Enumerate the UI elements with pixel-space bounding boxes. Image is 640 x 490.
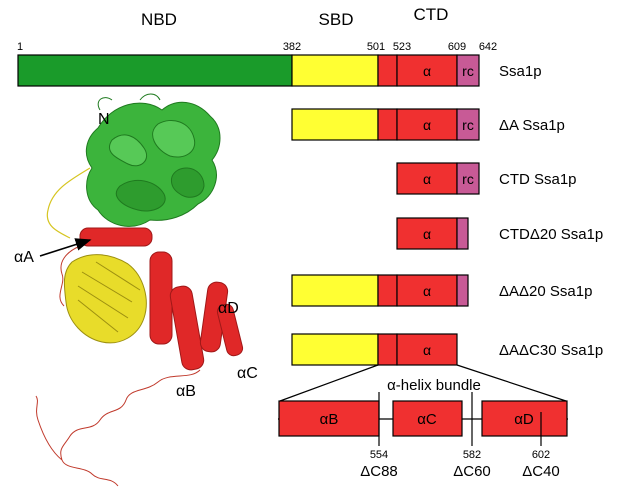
helix-b-label: αB xyxy=(320,411,339,428)
sbd-structure xyxy=(63,254,147,344)
linker-thread xyxy=(46,167,91,239)
nbd-structure xyxy=(85,93,221,227)
position-1: 1 xyxy=(17,41,23,53)
position-609: 609 xyxy=(448,41,466,53)
construct-label: CTDΔ20 Ssa1p xyxy=(499,226,603,243)
construct-delta-a-deltac30-ssa1p: α ΔAΔC30 Ssa1p xyxy=(291,333,603,366)
helix-b-box xyxy=(278,400,380,437)
construct-ssa1p: α rc Ssa1p xyxy=(17,54,542,87)
truncation-name-c88: ΔC88 xyxy=(360,463,398,480)
helix-alpha-label: α xyxy=(423,63,431,79)
alpha-a-pointer-arrow xyxy=(39,238,92,257)
position-642: 642 xyxy=(479,41,497,53)
position-523: 523 xyxy=(393,41,411,53)
helix-alpha-label: α xyxy=(423,342,431,358)
position-382: 382 xyxy=(283,41,301,53)
ctd-linker-segment xyxy=(377,108,398,141)
rc-segment xyxy=(456,108,480,141)
truncation-position-582: 582 xyxy=(463,449,481,461)
ctd-helix-segment xyxy=(396,217,458,250)
rc-segment xyxy=(456,162,480,195)
truncation-position-554: 554 xyxy=(370,449,388,461)
helix-alpha-label: α xyxy=(423,117,431,133)
ctd-linker-segment xyxy=(377,333,398,366)
position-501: 501 xyxy=(367,41,385,53)
ctd-helix-segment xyxy=(396,274,458,307)
helix-alpha-label: α xyxy=(423,283,431,299)
rc-stub-segment xyxy=(456,274,469,307)
structure-label-alpha-b: αB xyxy=(176,383,196,400)
protein-structure-illustration: N αA αD αC αB xyxy=(14,93,258,487)
construct-delta-a-ssa1p: α rc ΔA Ssa1p xyxy=(291,108,565,141)
helix-a-ribbon xyxy=(79,227,153,247)
truncation-name-c40: ΔC40 xyxy=(522,463,560,480)
construct-label: CTD Ssa1p xyxy=(499,171,577,188)
helix-alpha-label: α xyxy=(423,171,431,187)
sbd-segment xyxy=(291,274,379,307)
helix-bundle-detail: αB αC αD 554 582 602 ΔC88 ΔC60 ΔC40 xyxy=(278,392,568,480)
construct-label: ΔA Ssa1p xyxy=(499,117,565,134)
nbd-header: NBD xyxy=(141,10,177,29)
c-terminal-tail xyxy=(35,369,201,487)
helix-bundle-title: α-helix bundle xyxy=(387,377,481,394)
sbd-segment xyxy=(291,108,379,141)
structure-label-alpha-c: αC xyxy=(237,365,258,382)
rc-stub-segment xyxy=(456,217,469,250)
structure-label-n-terminus: N xyxy=(98,111,110,128)
construct-ctd-delta20-ssa1p: α CTDΔ20 Ssa1p xyxy=(396,217,603,250)
zoom-line-right xyxy=(456,364,567,402)
construct-ctd-ssa1p: α rc CTD Ssa1p xyxy=(396,162,577,195)
sbd-segment xyxy=(291,54,379,87)
construct-label: Ssa1p xyxy=(499,63,542,80)
construct-label: ΔAΔC30 Ssa1p xyxy=(499,342,603,359)
ctd-linker-segment xyxy=(377,54,398,87)
truncation-name-c60: ΔC60 xyxy=(453,463,491,480)
rc-label: rc xyxy=(462,117,474,133)
rc-segment xyxy=(456,54,480,87)
zoom-line-left xyxy=(279,364,379,402)
ctd-helix-segment xyxy=(396,108,458,141)
ctd-header: CTD xyxy=(414,5,449,24)
structure-label-alpha-d: αD xyxy=(218,300,239,317)
ctd-linker-segment xyxy=(377,274,398,307)
helix-d-box xyxy=(481,400,568,437)
rc-label: rc xyxy=(462,63,474,79)
sbd-header: SBD xyxy=(319,10,354,29)
nbd-segment xyxy=(17,54,293,87)
helix-alpha-label: α xyxy=(423,226,431,242)
construct-delta-a-delta20-ssa1p: α ΔAΔ20 Ssa1p xyxy=(291,274,592,307)
ctd-helix-segment xyxy=(396,54,458,87)
red-loop xyxy=(59,245,81,307)
ctd-helix-segment xyxy=(396,333,458,366)
truncation-position-602: 602 xyxy=(532,449,550,461)
sbd-segment xyxy=(291,333,379,366)
rc-label: rc xyxy=(462,171,474,187)
helix-c-box xyxy=(392,400,463,437)
helix-c-label: αC xyxy=(417,411,437,428)
structure-label-alpha-a: αA xyxy=(14,249,34,266)
construct-label: ΔAΔ20 Ssa1p xyxy=(499,283,592,300)
ctd-structure xyxy=(79,227,244,371)
helix-d-label: αD xyxy=(514,411,534,428)
